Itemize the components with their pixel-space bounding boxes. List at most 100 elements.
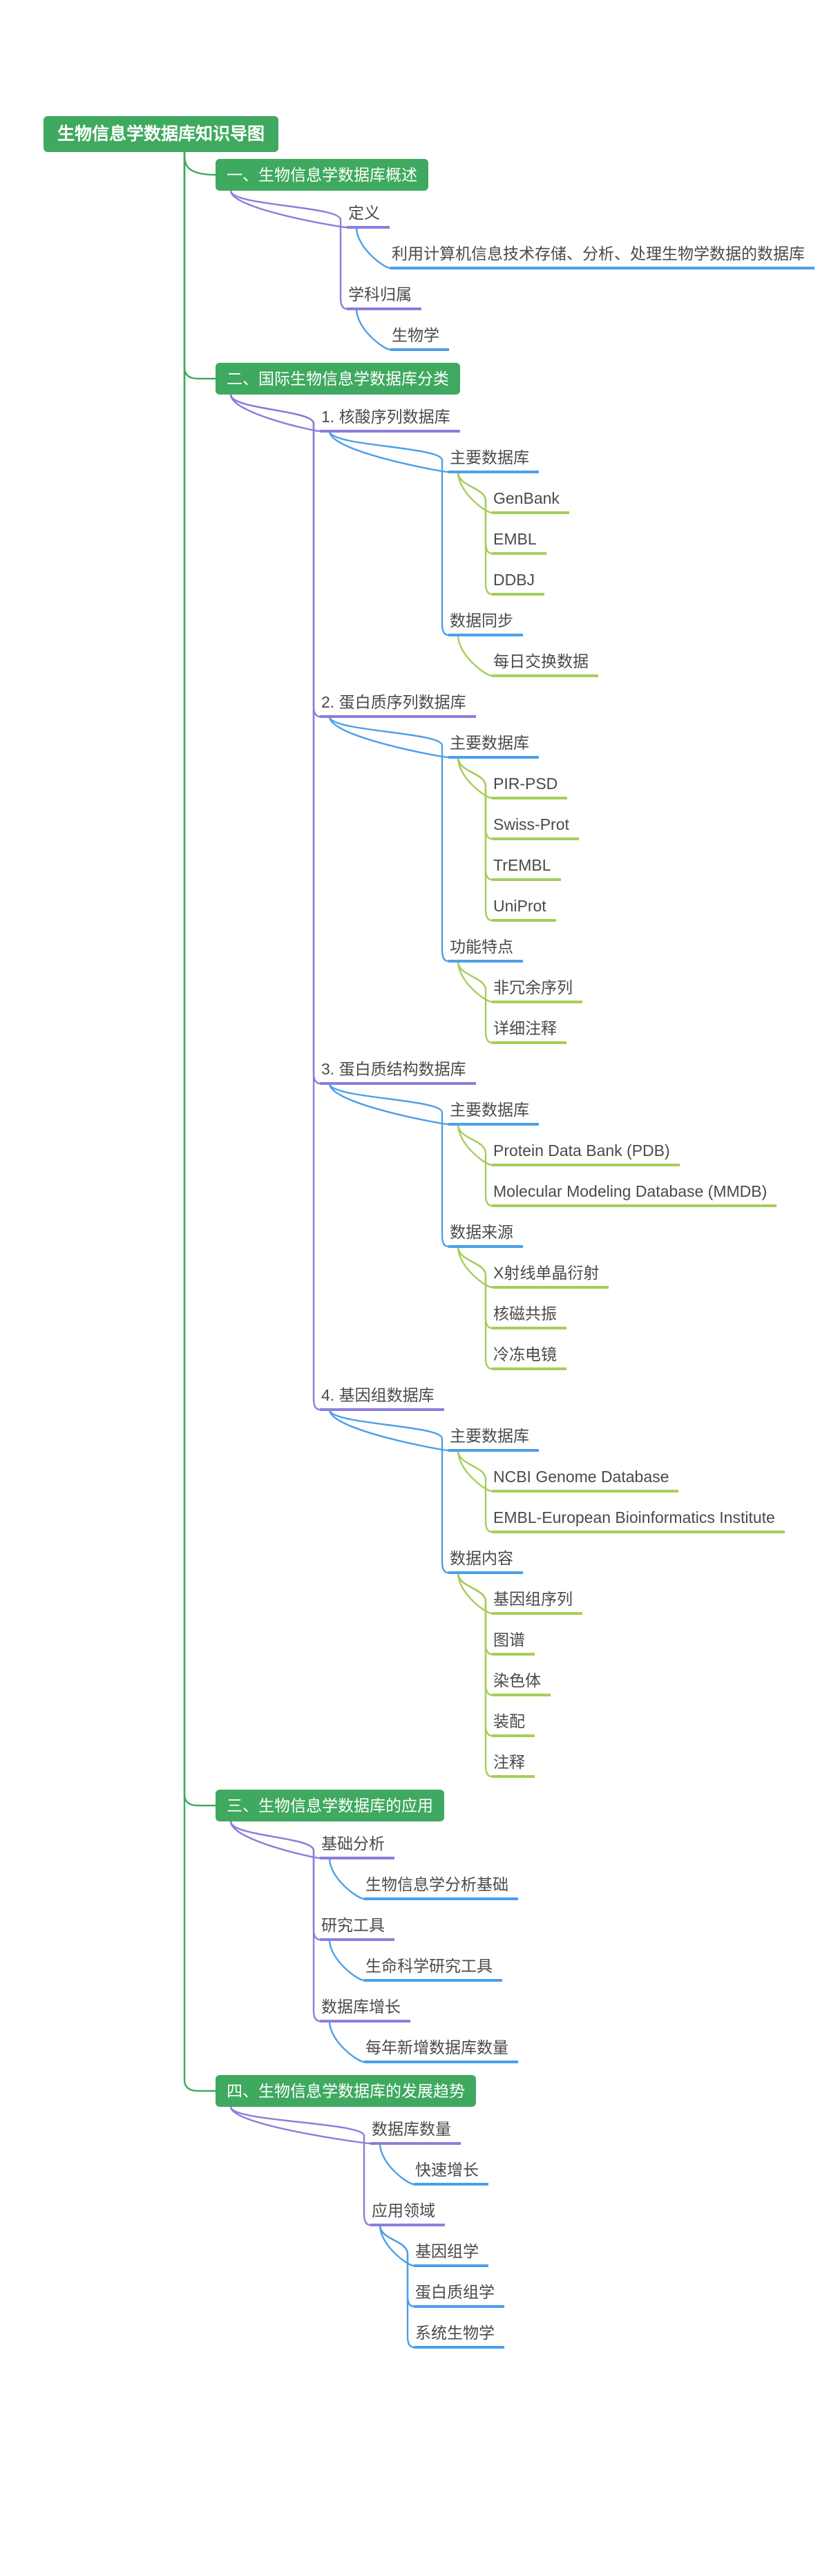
connector-line <box>328 430 450 636</box>
connector-line <box>457 1571 493 1696</box>
topic-node[interactable]: 快速增长 <box>414 2160 488 2186</box>
connector-line <box>229 1820 321 1859</box>
connector-line <box>328 1938 365 1982</box>
branch-node[interactable]: 三、生物信息学数据库的应用 <box>216 1790 444 1821</box>
topic-node[interactable]: 4. 基因组数据库 <box>320 1385 444 1411</box>
topic-node[interactable]: 蛋白质组学 <box>414 2282 504 2308</box>
connector-line <box>457 756 493 922</box>
topic-node[interactable]: 主要数据库 <box>448 1100 539 1126</box>
topic-node[interactable]: 染色体 <box>492 1671 551 1696</box>
branch-node[interactable]: 一、生物信息学数据库概述 <box>216 159 428 191</box>
topic-node[interactable]: Swiss-Prot <box>492 815 579 840</box>
connector-line <box>229 2105 372 2145</box>
topic-node[interactable]: 详细注释 <box>492 1019 566 1044</box>
topic-node[interactable]: 注释 <box>492 1752 535 1778</box>
connector-line <box>457 471 493 514</box>
connector-line <box>229 189 348 310</box>
topic-node[interactable]: 基因组序列 <box>492 1589 582 1615</box>
topic-node[interactable]: 基础分析 <box>320 1834 394 1859</box>
connector-line <box>229 1820 321 2023</box>
topic-node[interactable]: 生物信息学分析基础 <box>364 1875 518 1900</box>
connector-line <box>457 1571 493 1656</box>
connector-line <box>457 1571 493 1778</box>
topic-node[interactable]: 3. 蛋白质结构数据库 <box>320 1059 476 1085</box>
connector-line <box>457 960 493 1003</box>
topic-node[interactable]: PIR-PSD <box>492 774 568 799</box>
topic-node[interactable]: EMBL <box>492 529 546 555</box>
branch-node[interactable]: 四、生物信息学数据库的发展趋势 <box>216 2075 476 2107</box>
connector-line <box>379 2224 415 2349</box>
connector-line <box>457 1449 493 1533</box>
topic-node[interactable]: 主要数据库 <box>448 448 539 473</box>
topic-node[interactable]: 研究工具 <box>320 1915 394 1941</box>
connector-line <box>229 189 348 229</box>
connector-line <box>328 430 450 473</box>
topic-node[interactable]: TrEMBL <box>492 855 561 881</box>
connector-line <box>229 393 321 718</box>
topic-node[interactable]: 主要数据库 <box>448 1426 539 1452</box>
connector-line <box>328 1408 450 1452</box>
topic-node[interactable]: 基因组学 <box>414 2242 488 2267</box>
connector-line <box>457 1123 493 1207</box>
connector-line <box>379 2224 415 2267</box>
topic-node[interactable]: 生命科学研究工具 <box>364 1956 502 1982</box>
connector-line <box>457 1245 493 1289</box>
topic-node[interactable]: 利用计算机信息技术存储、分析、处理生物学数据的数据库 <box>390 244 814 269</box>
connector-line <box>328 1082 450 1126</box>
topic-node[interactable]: 系统生物学 <box>414 2323 504 2349</box>
connector-line <box>457 1245 493 1329</box>
connector-line <box>355 307 392 351</box>
topic-node[interactable]: 定义 <box>347 203 390 229</box>
topic-node[interactable]: 数据来源 <box>448 1222 523 1248</box>
topic-node[interactable]: 数据库增长 <box>320 1997 410 2023</box>
topic-node[interactable]: 主要数据库 <box>448 733 539 759</box>
topic-node[interactable]: 数据库数量 <box>370 2119 461 2145</box>
topic-node[interactable]: UniProt <box>492 896 556 922</box>
connector-line <box>457 1245 493 1370</box>
topic-node[interactable]: 装配 <box>492 1712 535 1737</box>
connector-line <box>229 393 321 1411</box>
topic-node[interactable]: GenBank <box>492 489 569 514</box>
connector-line <box>457 960 493 1044</box>
connector-line <box>328 1857 365 1900</box>
connector-line <box>328 1082 450 1248</box>
topic-node[interactable]: 数据同步 <box>448 611 523 636</box>
topic-node[interactable]: EMBL-European Bioinformatics Institute <box>492 1508 785 1533</box>
connector-line <box>457 756 493 881</box>
branch-node[interactable]: 二、国际生物信息学数据库分类 <box>216 363 460 395</box>
topic-node[interactable]: 学科归属 <box>347 285 421 310</box>
connector-line <box>328 715 450 963</box>
connector-line <box>457 1571 493 1615</box>
topic-node[interactable]: 应用领域 <box>370 2201 445 2226</box>
connector-line <box>457 471 493 555</box>
topic-node[interactable]: DDBJ <box>492 570 545 596</box>
topic-node[interactable]: 核磁共振 <box>492 1304 566 1329</box>
connector-line <box>457 756 493 840</box>
topic-node[interactable]: 冷冻电镜 <box>492 1345 566 1370</box>
connector-line <box>457 756 493 799</box>
topic-node[interactable]: Molecular Modeling Database (MMDB) <box>492 1182 777 1207</box>
connector-line <box>229 2105 372 2226</box>
topic-node[interactable]: 2. 蛋白质序列数据库 <box>320 692 476 718</box>
topic-node[interactable]: Protein Data Bank (PDB) <box>492 1141 680 1166</box>
topic-node[interactable]: 1. 核酸序列数据库 <box>320 407 460 433</box>
topic-node[interactable]: 图谱 <box>492 1630 535 1656</box>
topic-node[interactable]: NCBI Genome Database <box>492 1467 679 1493</box>
connector-line <box>379 2142 415 2186</box>
topic-node[interactable]: 每日交换数据 <box>492 652 598 677</box>
connector-line <box>183 151 217 1807</box>
topic-node[interactable]: 数据内容 <box>448 1549 523 1574</box>
connector-line <box>229 393 321 433</box>
connector-line <box>229 1820 321 1941</box>
topic-node[interactable]: 生物学 <box>390 325 449 351</box>
connector-line <box>457 471 493 596</box>
connector-line <box>457 1449 493 1493</box>
topic-node[interactable]: 非冗余序列 <box>492 978 582 1003</box>
topic-node[interactable]: X射线单晶衍射 <box>492 1263 609 1289</box>
topic-node[interactable]: 功能特点 <box>448 937 523 963</box>
mindmap-root-node[interactable]: 生物信息学数据库知识导图 <box>44 116 279 152</box>
topic-node[interactable]: 每年新增数据库数量 <box>364 2038 518 2063</box>
connector-line <box>457 634 493 677</box>
